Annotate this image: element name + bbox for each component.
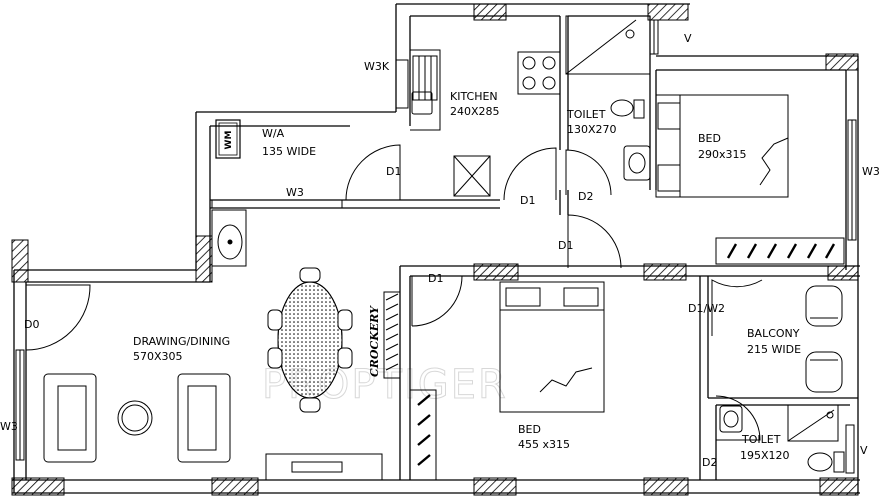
label-w3k: W3K xyxy=(364,60,390,73)
dining-table xyxy=(267,267,353,413)
door-toilet2 xyxy=(715,395,761,441)
bed1-size: 290x315 xyxy=(698,148,747,161)
wash-basin-icon xyxy=(211,209,247,267)
label-w3-wa: W3 xyxy=(286,186,304,199)
door-balcony xyxy=(711,279,763,336)
bed2-name: BED xyxy=(518,423,541,436)
opening-labels: W3K V V W3 W3 W3 D0 D1 D1 D1 D1 D2 D1/W2… xyxy=(0,32,880,469)
door-hall xyxy=(567,214,622,269)
bed2-size: 455 x315 xyxy=(518,438,570,451)
toilet2-fixtures xyxy=(719,404,845,473)
balcony-chairs xyxy=(805,285,843,393)
door-bed2 xyxy=(411,275,463,327)
svg-text:WM: WM xyxy=(224,131,234,150)
toilet2-size: 195X120 xyxy=(740,449,790,462)
door-toilet1 xyxy=(565,149,612,196)
wa-name: W/A xyxy=(262,127,285,140)
toilet1-name: TOILET xyxy=(566,108,606,121)
sofa-set xyxy=(43,373,231,463)
label-d1-wa: D1 xyxy=(386,165,401,178)
bed1-furniture xyxy=(655,94,789,198)
tv-unit xyxy=(265,453,383,481)
door-d0 xyxy=(25,284,91,351)
balcony-size: 215 WIDE xyxy=(747,343,801,356)
doors xyxy=(25,144,763,441)
balcony-name: BALCONY xyxy=(747,327,800,340)
door-wa xyxy=(345,144,401,201)
toilet1-size: 130X270 xyxy=(567,123,617,136)
label-w3-right: W3 xyxy=(862,165,880,178)
wa-size: 135 WIDE xyxy=(262,145,316,158)
wardrobe xyxy=(715,237,845,265)
door-kitchen xyxy=(503,147,557,201)
bed2-wardrobe xyxy=(409,389,437,481)
kitchen-fixtures xyxy=(410,49,561,197)
label-d1-kitchen: D1 xyxy=(520,194,535,207)
label-d2-toilet2: D2 xyxy=(702,456,717,469)
bed1-name: BED xyxy=(698,132,721,145)
label-crockery: CROCKERY xyxy=(368,305,381,377)
kitchen-name: KITCHEN xyxy=(450,90,498,103)
label-d2-toilet1: D2 xyxy=(578,190,593,203)
room-labels: KITCHEN 240X285 W/A 135 WIDE TOILET 130X… xyxy=(133,90,801,462)
toilet2-name: TOILET xyxy=(741,433,781,446)
label-d1w2: D1/W2 xyxy=(688,302,725,315)
label-v-top: V xyxy=(684,32,692,45)
drawing-name: DRAWING/DINING xyxy=(133,335,230,348)
label-v-bottom: V xyxy=(860,444,868,457)
label-w3-left: W3 xyxy=(0,420,18,433)
label-d1-hall: D1 xyxy=(558,239,573,252)
crockery-unit xyxy=(383,291,401,379)
label-d0: D0 xyxy=(24,318,39,331)
columns xyxy=(11,3,859,496)
drawing-size: 570X305 xyxy=(133,350,183,363)
bed2-furniture xyxy=(499,281,605,413)
kitchen-size: 240X285 xyxy=(450,105,500,118)
windows xyxy=(15,19,857,474)
toilet1-fixtures xyxy=(565,15,651,181)
label-d1-bed2: D1 xyxy=(428,272,443,285)
washing-machine-icon: WM xyxy=(215,119,241,159)
